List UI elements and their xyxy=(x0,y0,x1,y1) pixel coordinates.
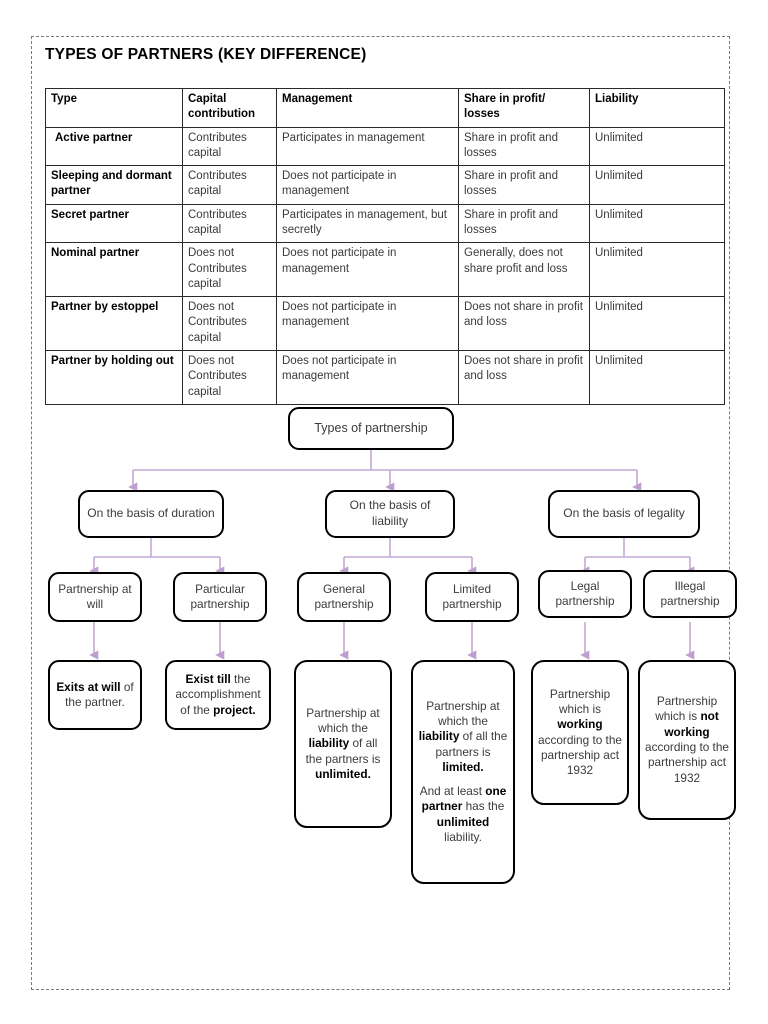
cell-type: Active partner xyxy=(45,126,183,167)
column-header-share: Share in profit/ losses xyxy=(458,88,590,128)
cell-share: Share in profit and losses xyxy=(458,203,590,244)
table-row: Partner by holding out Does not Contribu… xyxy=(45,349,725,405)
types-of-partners-table: Type Capital contribution Management Sha… xyxy=(45,88,725,405)
flow-node-basis-legality[interactable]: On the basis of legality xyxy=(548,490,700,538)
cell-share: Does not share in profit and loss xyxy=(458,349,590,405)
flow-leaf-illegal-partnership-text: Partnership which is not working accordi… xyxy=(645,694,729,785)
page-title: TYPES OF PARTNERS (KEY DIFFERENCE) xyxy=(45,46,367,63)
table-row: Partner by estoppel Does not Contributes… xyxy=(45,296,725,351)
flow-node-basis-duration[interactable]: On the basis of duration xyxy=(78,490,224,538)
flow-leaf-general-partnership-desc[interactable]: Partnership at which the liability of al… xyxy=(294,660,392,828)
flow-node-partnership-at-will[interactable]: Partnership at will xyxy=(48,572,142,622)
table-row: Nominal partner Does not Contributes cap… xyxy=(45,242,725,298)
cell-share: Does not share in profit and loss xyxy=(458,296,590,351)
cell-capital: Does not Contributes capital xyxy=(182,242,277,298)
flow-leaf-limited-partnership-text: Partnership at which the liability of al… xyxy=(418,698,508,845)
column-header-management: Management xyxy=(276,88,459,128)
column-header-capital: Capital contribution xyxy=(182,88,277,128)
cell-management: Does not participate in management xyxy=(276,165,459,205)
flow-node-basis-liability[interactable]: On the basis of liability xyxy=(325,490,455,538)
flow-leaf-particular-partnership-text: Exist till the accomplishment of the pro… xyxy=(175,672,261,717)
flow-node-illegal-partnership[interactable]: Illegal partnership xyxy=(643,570,737,618)
flow-leaf-illegal-partnership-desc[interactable]: Partnership which is not working accordi… xyxy=(638,660,736,820)
flow-leaf-legal-partnership-desc[interactable]: Partnership which is working according t… xyxy=(531,660,629,805)
cell-type: Partner by holding out xyxy=(45,349,183,405)
cell-liability: Unlimited xyxy=(589,349,725,405)
cell-liability: Unlimited xyxy=(589,242,725,298)
flow-leaf-general-partnership-text: Partnership at which the liability of al… xyxy=(305,705,381,781)
flow-node-illegal-partnership-label: Illegal partnership xyxy=(660,578,720,608)
flow-node-root[interactable]: Types of partnership xyxy=(288,407,454,450)
cell-type: Sleeping and dormant partner xyxy=(45,165,183,205)
flow-node-general-partnership-label: General partnership xyxy=(314,581,374,611)
flow-leaf-partnership-at-will-desc[interactable]: Exits at will of the partner. xyxy=(48,660,142,730)
flow-node-partnership-at-will-label: Partnership at will xyxy=(58,581,132,611)
flow-leaf-partnership-at-will-text: Exits at will of the partner. xyxy=(56,679,134,709)
flow-node-basis-liability-label: On the basis of liability xyxy=(349,498,431,528)
cell-management: Does not participate in management xyxy=(276,296,459,351)
cell-capital: Does not Contributes capital xyxy=(182,349,277,405)
cell-type: Partner by estoppel xyxy=(45,296,183,351)
flow-leaf-particular-partnership-desc[interactable]: Exist till the accomplishment of the pro… xyxy=(165,660,271,730)
cell-share: Share in profit and losses xyxy=(458,165,590,205)
table-row: Active partner Contributes capital Parti… xyxy=(45,126,725,167)
flow-node-particular-partnership-label: Particular partnership xyxy=(190,581,250,611)
flow-leaf-limited-partnership-desc[interactable]: Partnership at which the liability of al… xyxy=(411,660,515,884)
cell-capital: Contributes capital xyxy=(182,126,277,167)
flow-node-general-partnership[interactable]: General partnership xyxy=(297,572,391,622)
column-header-liability: Liability xyxy=(589,88,725,128)
cell-capital: Contributes capital xyxy=(182,165,277,205)
page-dashed-frame xyxy=(31,36,730,990)
cell-management: Participates in management xyxy=(276,126,459,167)
cell-share: Share in profit and losses xyxy=(458,126,590,167)
flow-node-limited-partnership-label: Limited partnership xyxy=(442,581,502,611)
cell-liability: Unlimited xyxy=(589,296,725,351)
cell-management: Does not participate in management xyxy=(276,349,459,405)
cell-capital: Contributes capital xyxy=(182,203,277,244)
table-row: Sleeping and dormant partner Contributes… xyxy=(45,165,725,205)
cell-type: Nominal partner xyxy=(45,242,183,298)
cell-liability: Unlimited xyxy=(589,126,725,167)
cell-type: Secret partner xyxy=(45,203,183,244)
flow-node-legal-partnership-label: Legal partnership xyxy=(555,578,615,608)
flow-node-particular-partnership[interactable]: Particular partnership xyxy=(173,572,267,622)
flow-node-basis-legality-label: On the basis of legality xyxy=(563,506,685,521)
cell-liability: Unlimited xyxy=(589,203,725,244)
flow-node-basis-duration-label: On the basis of duration xyxy=(87,506,215,521)
cell-share: Generally, does not share profit and los… xyxy=(458,242,590,298)
flow-node-root-label: Types of partnership xyxy=(314,421,428,436)
column-header-type: Type xyxy=(45,88,183,128)
cell-liability: Unlimited xyxy=(589,165,725,205)
table-header-row: Type Capital contribution Management Sha… xyxy=(45,88,725,128)
cell-capital: Does not Contributes capital xyxy=(182,296,277,351)
cell-management: Does not participate in management xyxy=(276,242,459,298)
cell-management: Participates in management, but secretly xyxy=(276,203,459,244)
table-row: Secret partner Contributes capital Parti… xyxy=(45,203,725,244)
flow-leaf-legal-partnership-text: Partnership which is working according t… xyxy=(538,686,622,778)
flow-node-limited-partnership[interactable]: Limited partnership xyxy=(425,572,519,622)
flow-node-legal-partnership[interactable]: Legal partnership xyxy=(538,570,632,618)
